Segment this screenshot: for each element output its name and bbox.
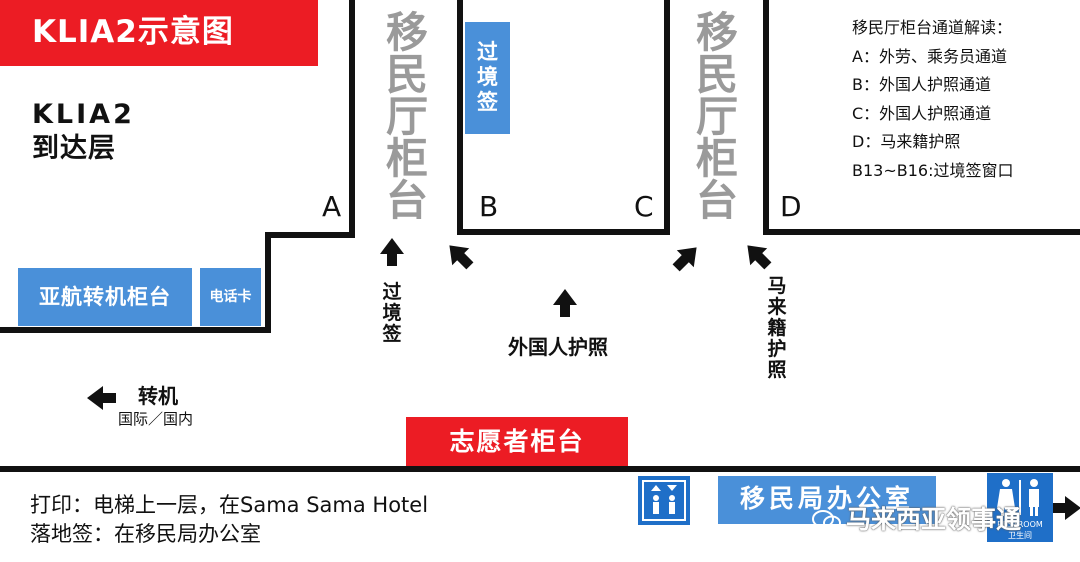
restroom-icon bbox=[987, 473, 1053, 542]
right-arrow-exit bbox=[1052, 496, 1080, 520]
up-left-arrow-d bbox=[747, 245, 772, 270]
transit-visa-arrow-label: 过 境 签 bbox=[382, 281, 402, 345]
legend-title: 移民厅柜台通道解读： bbox=[852, 18, 1013, 37]
visa-on-arrival-note: 落地签：在移民局办公室 bbox=[30, 522, 261, 546]
bc-room-wall bbox=[457, 0, 670, 235]
volunteer-counter: 志愿者柜台 bbox=[406, 417, 628, 466]
legend-item: D：马来籍护照 bbox=[852, 132, 961, 151]
up-arrow-foreign bbox=[553, 289, 577, 317]
map-title: KLIA2示意图 bbox=[0, 0, 318, 66]
legend-item: A：外劳、乘务员通道 bbox=[852, 46, 1007, 66]
malaysian-passport-label: 马 来 籍 护 照 bbox=[767, 275, 787, 381]
up-left-arrow-b bbox=[449, 245, 474, 270]
legend-item: C：外国人护照通道 bbox=[852, 103, 992, 123]
d-wall bbox=[763, 0, 1080, 235]
immigration-counter-label-left: 移 民 厅 柜 台 bbox=[385, 8, 428, 225]
floor-label-line2: 到达层 bbox=[32, 133, 116, 164]
print-note: 打印：电梯上一层，在Sama Sama Hotel bbox=[30, 493, 429, 517]
legend-item: B：外国人护照通道 bbox=[852, 75, 991, 94]
floor-label-line1: KLIA2 bbox=[32, 99, 135, 130]
transfer-sub-label: 国际／国内 bbox=[118, 410, 194, 428]
gate-b-label: B bbox=[479, 190, 499, 223]
legend: 移民厅柜台通道解读： A：外劳、乘务员通道 B：外国人护照通道 C：外国人护照通… bbox=[852, 14, 1013, 185]
immigration-counter-label-right: 移 民 厅 柜 台 bbox=[695, 8, 738, 225]
up-right-arrow-c bbox=[672, 247, 697, 272]
floor-label: KLIA2 到达层 bbox=[32, 98, 135, 166]
wechat-icon bbox=[812, 508, 842, 531]
phone-card-counter: 电话卡 bbox=[200, 268, 261, 326]
legend-item: B13~B16:过境签窗口 bbox=[852, 160, 1014, 180]
airasia-transfer-counter: 亚航转机柜台 bbox=[18, 268, 192, 326]
up-arrow-transit bbox=[380, 238, 404, 266]
watermark: 马来西亚领事通 bbox=[812, 500, 1021, 536]
restroom-label-en: RESTROOM bbox=[997, 520, 1043, 529]
transit-visa-box: 过 境 签 bbox=[465, 22, 510, 134]
left-hall-wall bbox=[0, 0, 355, 333]
foreign-passport-label: 外国人护照 bbox=[508, 335, 608, 359]
footer-notes: 打印：电梯上一层，在Sama Sama Hotel 落地签：在移民局办公室 bbox=[30, 491, 428, 549]
elevator-icon bbox=[638, 476, 690, 525]
gate-d-label: D bbox=[780, 190, 802, 223]
left-arrow-transfer bbox=[87, 386, 116, 410]
transfer-label: 转机 bbox=[138, 384, 178, 408]
immigration-office: 移民局办公室 bbox=[718, 476, 936, 524]
restroom-label-cn: 卫生间 bbox=[1008, 531, 1032, 540]
gate-c-label: C bbox=[634, 190, 654, 223]
gate-a-label: A bbox=[322, 190, 342, 223]
